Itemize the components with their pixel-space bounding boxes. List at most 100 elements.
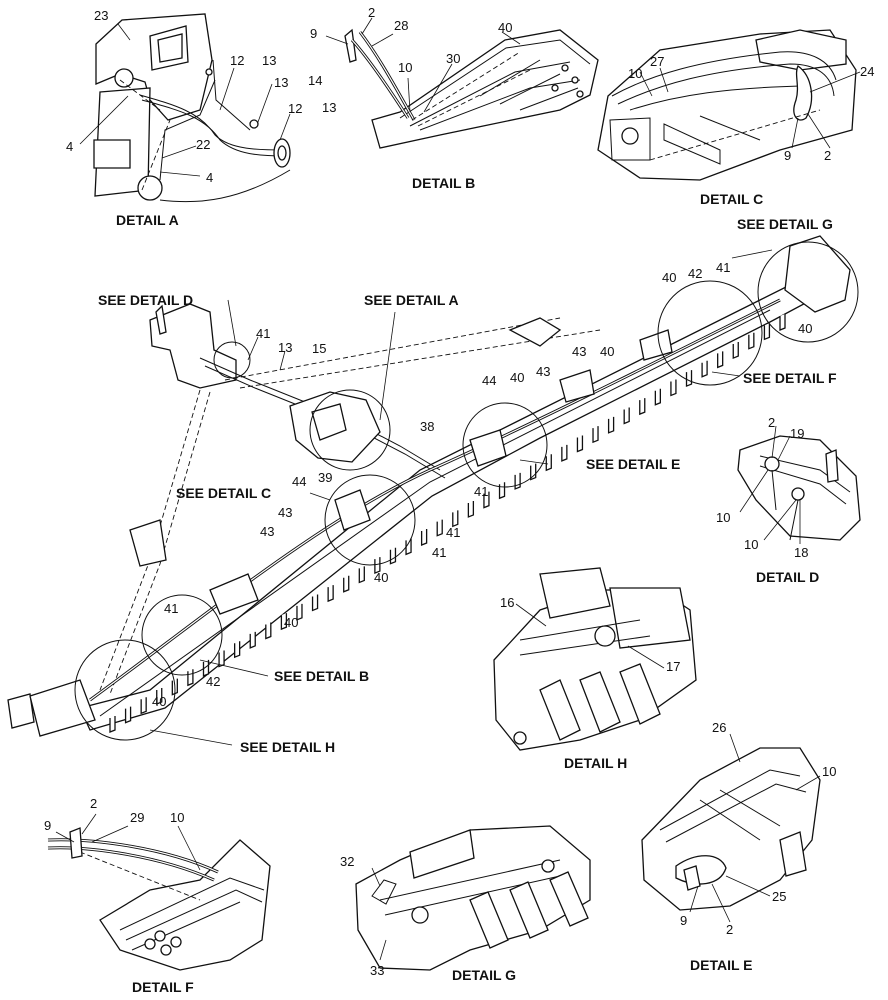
label: 9	[680, 913, 687, 928]
detail-g-drawing	[355, 825, 591, 971]
detail-a-labels: 23 12 13 13 14 12 13 4 22 4	[66, 8, 336, 185]
beam-tooth	[234, 641, 241, 659]
beam-tooth	[218, 650, 225, 668]
beam-tooth	[545, 454, 552, 472]
detail-e-drawing	[641, 733, 821, 923]
beam-tooth	[639, 398, 646, 416]
beam-tooth	[265, 622, 272, 640]
see-detail-e-callout: SEE DETAIL E	[586, 456, 680, 472]
beam-tooth	[685, 370, 693, 388]
beam-tooth	[249, 631, 256, 649]
beam-tooth	[187, 669, 194, 687]
detail-e-caption: DETAIL E	[690, 957, 753, 973]
label: 41	[446, 525, 460, 540]
label: 43	[260, 524, 274, 539]
beam-tooth	[561, 444, 568, 462]
see-detail-g-callout: SEE DETAIL G	[737, 216, 833, 232]
detail-h-caption: DETAIL H	[564, 755, 627, 771]
label: 10	[744, 537, 758, 552]
label: 40	[662, 270, 676, 285]
see-detail-b-callout: SEE DETAIL B	[274, 668, 369, 684]
beam-tooth	[732, 342, 739, 360]
detail-c-drawing	[597, 29, 861, 181]
label: 2	[824, 148, 831, 163]
label: 43	[536, 364, 550, 379]
detail-b-labels: 2 9 28 40 10 30	[310, 5, 512, 75]
label: 40	[284, 615, 298, 630]
beam-tooth	[607, 416, 615, 434]
label: 26	[712, 720, 726, 735]
label: 40	[600, 344, 614, 359]
label: 22	[196, 137, 210, 152]
label: 15	[312, 341, 326, 356]
beam-tooth	[623, 407, 630, 425]
label: 33	[370, 963, 384, 978]
label: 40	[152, 694, 166, 709]
label: 2	[726, 922, 733, 937]
detail-d-drawing	[737, 425, 861, 544]
label: 41	[164, 601, 178, 616]
beam-tooth	[748, 332, 755, 350]
beam-tooth	[296, 603, 303, 621]
label: 10	[628, 66, 642, 81]
label: 27	[650, 54, 664, 69]
detail-d-caption: DETAIL D	[756, 569, 819, 585]
label: 42	[688, 266, 702, 281]
label: 41	[256, 326, 270, 341]
label: 10	[398, 60, 412, 75]
beam-tooth	[140, 697, 147, 715]
beam-tooth	[280, 613, 288, 631]
label: 29	[130, 810, 144, 825]
see-detail-d-callout: SEE DETAIL D	[98, 292, 193, 308]
detail-g-caption: DETAIL G	[452, 967, 516, 983]
beam-tooth	[498, 482, 506, 500]
label: 2	[768, 415, 775, 430]
label: 38	[420, 419, 434, 434]
detail-f-caption: DETAIL F	[132, 979, 194, 995]
detail-f-drawing	[47, 813, 271, 971]
beam-tooth	[483, 491, 490, 509]
see-detail-a-callout: SEE DETAIL A	[364, 292, 459, 308]
beam-tooth	[576, 435, 584, 453]
label: 40	[374, 570, 388, 585]
beam-tooth	[124, 706, 132, 724]
beam-tooth	[654, 388, 661, 406]
beam-tooth	[779, 314, 786, 331]
label: 30	[446, 51, 460, 66]
detail-c-caption: DETAIL C	[700, 191, 763, 207]
label: 10	[822, 764, 836, 779]
beam-tooth	[436, 519, 443, 537]
beam-tooth	[420, 529, 428, 546]
main-labels: 41 13 15 40 42 41 40 43 40 44 40 43 38 3…	[152, 260, 812, 709]
label: 9	[784, 148, 791, 163]
beam-tooth	[358, 566, 365, 584]
detail-h-labels: 16 17	[500, 595, 680, 674]
beam-tooth	[670, 379, 677, 397]
main-assembly-drawing	[7, 235, 859, 746]
beam-tooth	[592, 426, 599, 444]
beam-tooth	[389, 547, 397, 565]
beam-tooth	[514, 472, 521, 490]
detail-e-labels: 26 10 25 9 2	[680, 720, 836, 937]
label: 13	[322, 100, 336, 115]
label: 40	[498, 20, 512, 35]
label: 41	[474, 484, 488, 499]
see-detail-f-callout: SEE DETAIL F	[743, 370, 837, 386]
label: 40	[510, 370, 524, 385]
label: 12	[230, 53, 244, 68]
label: 14	[308, 73, 322, 88]
label: 41	[716, 260, 730, 275]
label: 17	[666, 659, 680, 674]
label: 9	[44, 818, 51, 833]
label: 2	[90, 796, 97, 811]
detail-g-labels: 32 33	[340, 854, 384, 978]
label: 39	[318, 470, 332, 485]
label: 24	[860, 64, 874, 79]
label: 16	[500, 595, 514, 610]
label: 2	[368, 5, 375, 20]
detail-c-labels: 10 27 24 9 2	[628, 54, 874, 163]
label: 25	[772, 889, 786, 904]
label: 4	[206, 170, 213, 185]
label: 4	[66, 139, 73, 154]
label: 13	[274, 75, 288, 90]
